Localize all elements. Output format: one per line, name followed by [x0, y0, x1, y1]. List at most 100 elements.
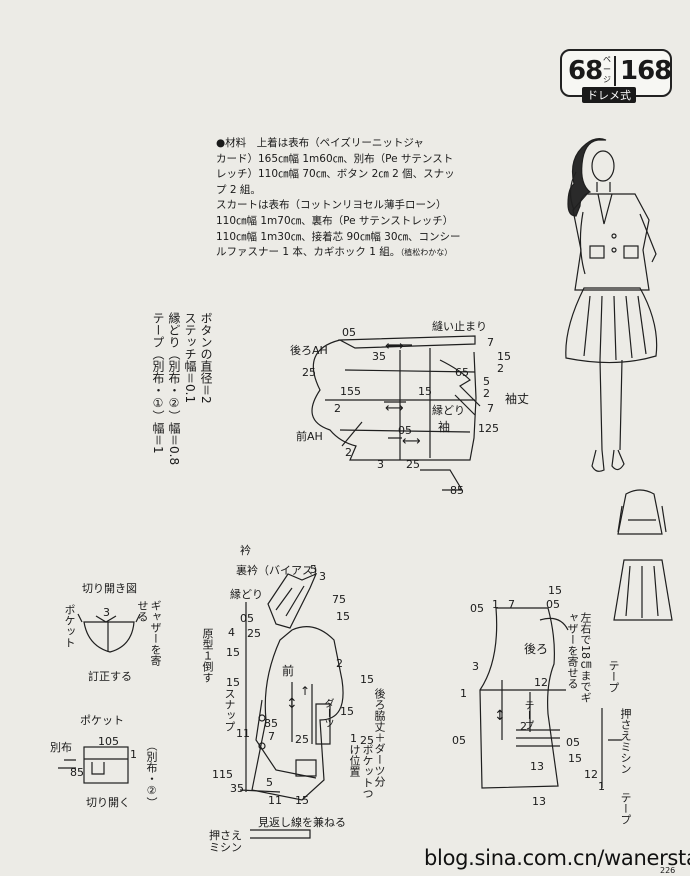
front-dim: 2	[336, 657, 343, 670]
watermark-url: blog.sina.com.cn/wanerstart	[424, 846, 690, 870]
sleeve-dim: 25	[302, 366, 316, 379]
materials-line: 110㎝幅 1m70㎝、裏布（Pe サテンストレッチ）	[216, 214, 454, 227]
front-dim: 15	[226, 646, 240, 659]
sleeve-dim: 25	[406, 458, 420, 471]
front-dim: 85	[264, 717, 278, 730]
pocket-position-label: ポケットつけ位置	[348, 744, 374, 799]
sleeve-binding-label: 縁どり	[432, 404, 465, 417]
back-dim: 12	[584, 768, 598, 781]
page-kana: ページ	[603, 55, 611, 84]
materials-line: プ 2 組。	[216, 183, 261, 196]
pocket-cloth2-label: （別布・②）	[145, 740, 158, 808]
slash-fix-label: 訂正する	[88, 670, 132, 683]
sleeve-dim: 125	[478, 422, 499, 435]
pattern-tilt-label: 原型１倒す	[201, 628, 214, 683]
back-tape-label: テープ	[522, 700, 533, 730]
slash-pocket-label: ポケット	[63, 604, 76, 648]
collar-label: 衿	[240, 544, 251, 557]
slash-diagram	[77, 613, 141, 653]
back-dim: 05	[566, 736, 580, 749]
back-piece-label: 後ろ	[524, 642, 549, 656]
sleeve-dim: 5	[483, 375, 490, 388]
materials-line: カード）165㎝幅 1m60㎝、別布（Pe サテンスト	[216, 152, 454, 165]
front-dim: 15	[336, 610, 350, 623]
sleeve-dim: 3	[377, 458, 384, 471]
back-dim: 3	[472, 660, 479, 673]
sleeve-length-label: 袖丈	[505, 392, 530, 406]
svg-text:↑: ↑	[300, 684, 310, 698]
svg-text:⟷: ⟷	[385, 401, 404, 416]
svg-text:⟷: ⟷	[385, 339, 404, 354]
slash-gather-label: ギャザーを寄せる	[136, 600, 162, 666]
svg-text:⟷: ⟷	[402, 434, 421, 449]
page-number-right: 168	[614, 56, 672, 86]
pocket-title: ポケット	[80, 714, 124, 727]
front-dim: 15	[360, 673, 374, 686]
note-tape-width: テープ（別布・①）幅＝1	[151, 312, 165, 454]
snap-label: スナップ	[223, 688, 236, 732]
note-stitch-width: ステッチ幅＝0.1	[183, 312, 197, 404]
materials-line: ●材料 上着は表布（ペイズリーニットジャ	[216, 137, 424, 149]
sleeve-dim: 15	[497, 350, 511, 363]
materials-text: ●材料 上着は表布（ペイズリーニットジャ カード）165㎝幅 1m60㎝、別布（…	[216, 136, 471, 261]
front-dim: 25	[295, 733, 309, 746]
tape2-label: テープ	[619, 792, 632, 825]
front-dim: 5	[310, 563, 317, 576]
materials-line: スカートは表布（コットンリヨセル薄手ローン）	[216, 199, 447, 212]
sleeve-dim: 2	[497, 362, 504, 375]
sleeve-dim: 2	[334, 402, 341, 415]
sleeve-stop-label: 縫い止まり	[432, 320, 487, 333]
sleeve-dim: 2	[345, 446, 352, 459]
back-dim: 13	[530, 760, 544, 773]
svg-text:↕: ↕	[286, 696, 298, 712]
front-dim: 15	[226, 676, 240, 689]
sleeve-dim: 05	[398, 424, 412, 437]
sleeve-dim: 155	[340, 385, 361, 398]
back-armhole-label: 後ろAH	[290, 344, 328, 357]
back-dim: 12	[534, 676, 548, 689]
back-dim: 05	[452, 734, 466, 747]
pocket-diagram	[58, 746, 129, 784]
sleeve-pattern	[311, 335, 481, 491]
front-armhole-label: 前AH	[296, 430, 323, 443]
front-dim: 11	[268, 794, 282, 807]
hold-stitch-label: 押さえミシン	[209, 829, 242, 854]
back-dim: 15	[568, 752, 582, 765]
back-dim: 2	[520, 720, 527, 733]
front-bodice-pattern	[239, 572, 344, 839]
dart-label: ダーツ	[322, 698, 333, 728]
front-dim: 5	[266, 776, 273, 789]
pocket-dim: 105	[98, 735, 119, 748]
front-dim: 7	[268, 730, 275, 743]
front-binding-label: 縁どり	[230, 588, 263, 601]
front-dim: 05	[240, 612, 254, 625]
back-dim: 1	[460, 687, 467, 700]
back-dim: 7	[508, 598, 515, 611]
sleeve-dim: 7	[487, 336, 494, 349]
sleeve-dim: 7	[487, 402, 494, 415]
back-dim: 1	[492, 598, 499, 611]
sleeve-name-label: 袖	[438, 420, 451, 434]
slash-dim: 3	[103, 606, 110, 619]
back-dim: 05	[546, 598, 560, 611]
materials-line: ルファスナー 1 本、カギホック 1 組。（植松わかな）	[216, 246, 453, 259]
front-dim: 75	[332, 593, 346, 606]
back-dim: 13	[532, 795, 546, 808]
front-dim: 3	[319, 570, 326, 583]
front-dim: 25	[360, 734, 374, 747]
back-bodice-pattern	[479, 607, 622, 789]
front-dim: 115	[212, 768, 233, 781]
front-dim: 35	[230, 782, 244, 795]
tape-label: テープ	[607, 660, 620, 693]
sleeve-dim: 2	[483, 387, 490, 400]
under-collar-label: 裏衿（バイアス）	[236, 564, 324, 577]
page-number-left: 68	[568, 56, 603, 86]
front-dim: 25	[247, 627, 261, 640]
front-dim: 11	[236, 727, 250, 740]
back-side-dart-label: 後ろ脇丈＋ダーツ分	[373, 688, 386, 787]
sleeve-dim: 05	[342, 326, 356, 339]
front-dim: 15	[295, 794, 309, 807]
pocket-open-label: 切り開く	[86, 796, 130, 809]
back-gather-label: 左右で18㎝までギャザーを寄せる	[566, 612, 592, 703]
